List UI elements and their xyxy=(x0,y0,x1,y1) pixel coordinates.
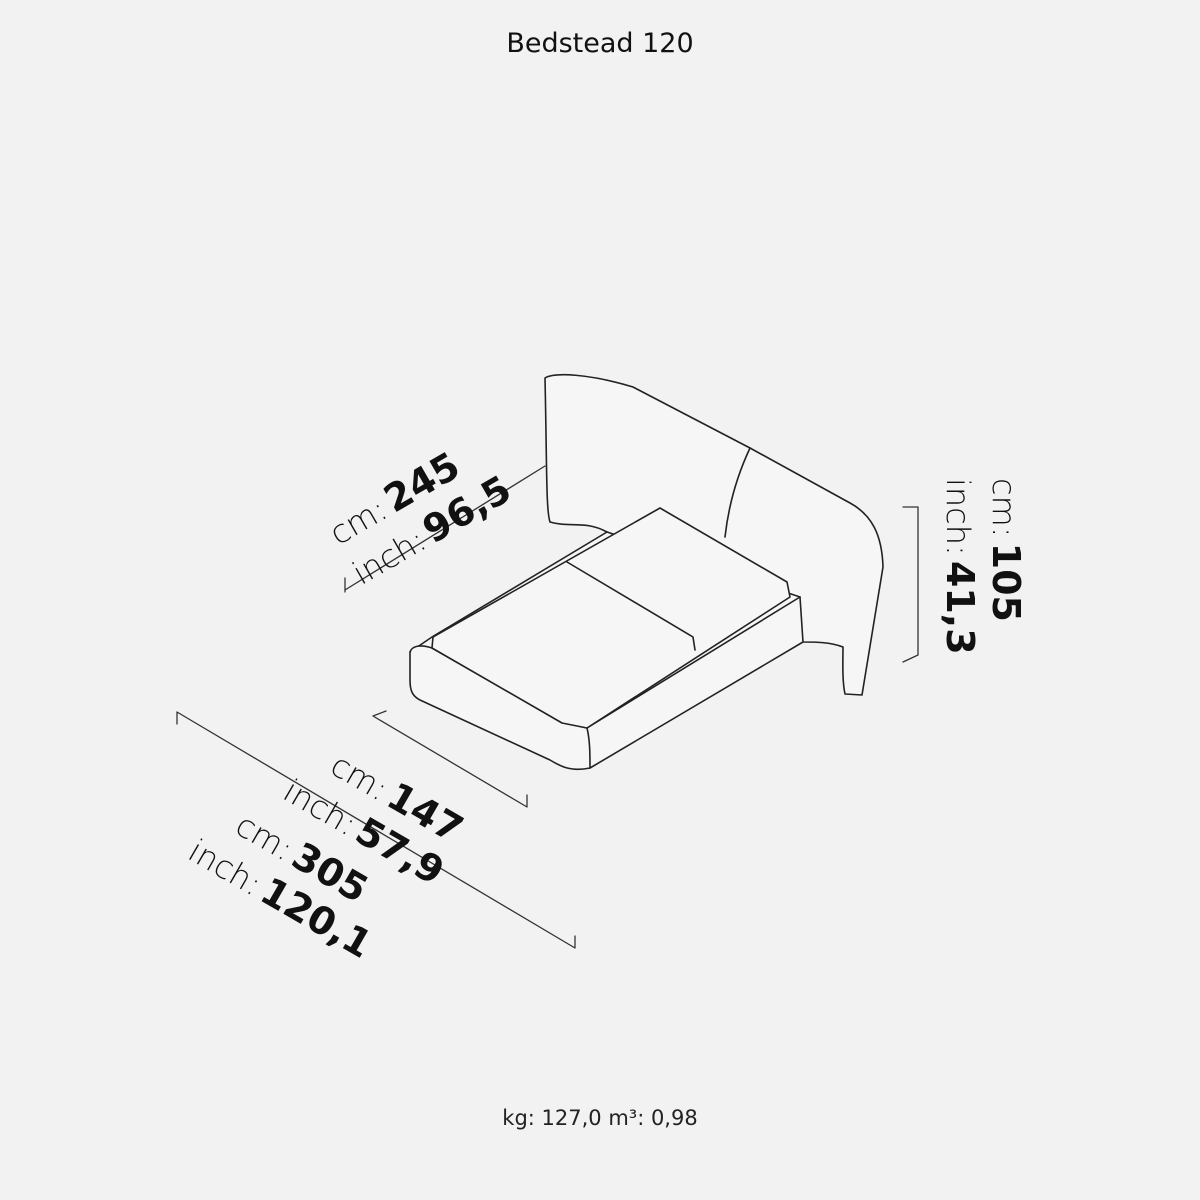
dimension-line-105 xyxy=(902,506,919,663)
dimension-lines xyxy=(176,465,919,949)
dimension-label-105: cm: 105 inch: 41,3 xyxy=(938,478,1028,655)
product-title: Bedstead 120 xyxy=(506,28,694,59)
dimension-line-245 xyxy=(344,465,546,593)
dimension-line-147 xyxy=(372,710,528,808)
mattress xyxy=(431,507,791,729)
weight-volume-info: kg: 127,0 m³: 0,98 xyxy=(502,1106,698,1130)
dimension-line-305 xyxy=(176,711,576,949)
